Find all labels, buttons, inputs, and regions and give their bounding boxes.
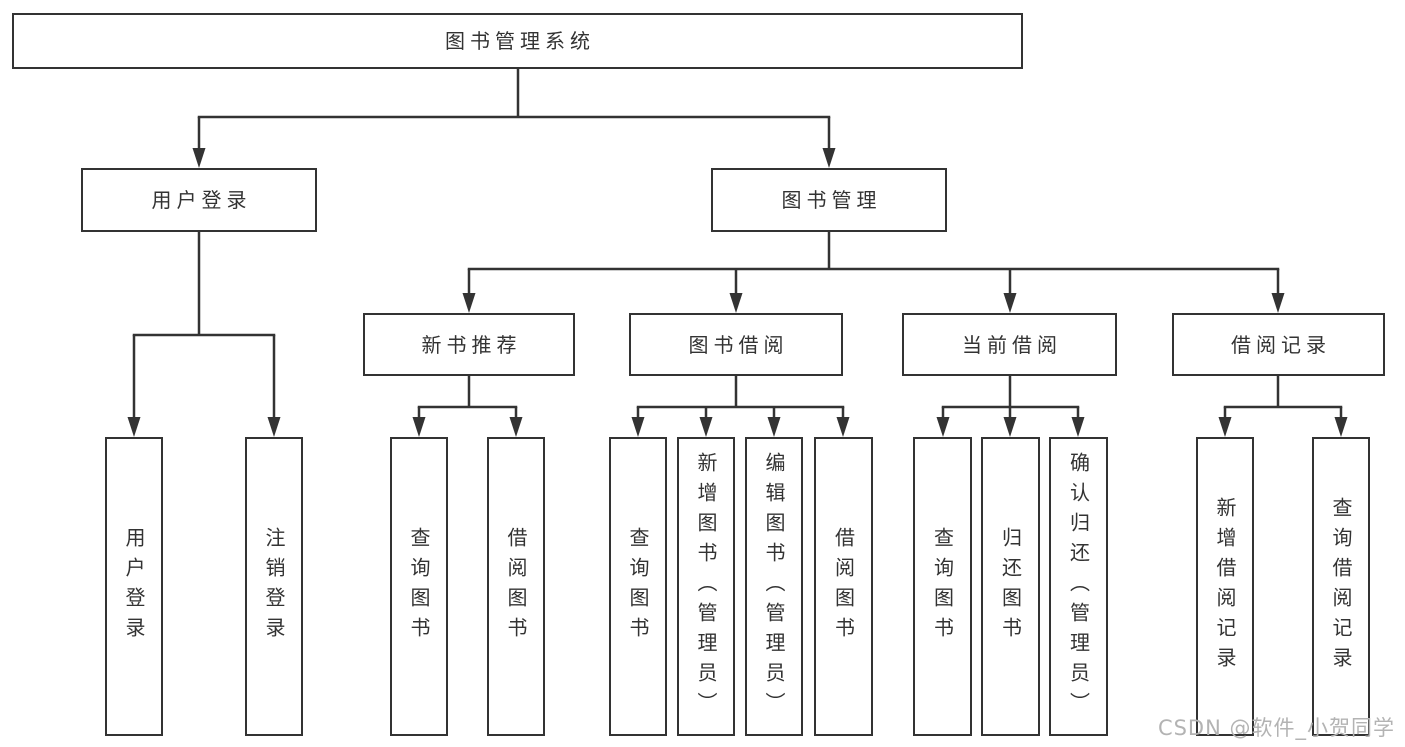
leaf-borrow-add-label: 新增图书（管理员）	[694, 451, 718, 722]
arrowhead-icon	[509, 417, 523, 437]
arrowhead-icon	[767, 417, 781, 437]
node-book-mgmt-label: 图书管理	[781, 188, 882, 212]
leaf-current-query-label: 查询图书	[930, 526, 955, 647]
node-current-borrow: 当前借阅	[902, 313, 1117, 376]
leaf-borrow-edit: 编辑图书（管理员）	[745, 437, 803, 736]
node-book-mgmt: 图书管理	[711, 168, 947, 232]
leaf-user-login-label: 用户登录	[122, 526, 146, 647]
node-user-login-label: 用户登录	[151, 188, 252, 212]
arrowhead-icon	[836, 417, 850, 437]
arrowhead-icon	[1271, 293, 1285, 313]
connector-borrow-records-to-leaves	[1218, 376, 1348, 437]
arrowhead-icon	[729, 293, 743, 313]
leaf-records-query-label: 查询借阅记录	[1329, 496, 1353, 677]
leaf-newbooks-query: 查询图书	[390, 437, 448, 736]
connector-book-mgmt-to-level3	[462, 232, 1285, 313]
arrowhead-icon	[1218, 417, 1232, 437]
arrowhead-icon	[699, 417, 713, 437]
arrowhead-icon	[1071, 417, 1085, 437]
leaf-user-login: 用户登录	[105, 437, 163, 736]
node-current-borrow-label: 当前借阅	[962, 332, 1062, 357]
leaf-newbooks-borrow-label: 借阅图书	[504, 526, 528, 647]
arrowhead-icon	[127, 417, 141, 437]
leaf-current-return: 归还图书	[981, 437, 1040, 736]
arrowhead-icon	[267, 417, 281, 437]
leaf-newbooks-borrow: 借阅图书	[487, 437, 545, 736]
node-user-login: 用户登录	[81, 168, 317, 232]
leaf-records-add: 新增借阅记录	[1196, 437, 1254, 736]
leaf-logout-label: 注销登录	[262, 526, 286, 647]
leaf-borrow-query-label: 查询图书	[626, 526, 650, 647]
arrowhead-icon	[192, 148, 206, 168]
leaf-borrow-add: 新增图书（管理员）	[677, 437, 735, 736]
connector-root-to-level2	[192, 68, 836, 168]
leaf-logout: 注销登录	[245, 437, 303, 736]
node-new-books: 新书推荐	[363, 313, 575, 376]
arrowhead-icon	[1334, 417, 1348, 437]
leaf-borrow-borrow: 借阅图书	[814, 437, 873, 736]
connector-new-books-to-leaves	[412, 376, 523, 437]
leaf-newbooks-query-label: 查询图书	[407, 526, 431, 647]
leaf-records-query: 查询借阅记录	[1312, 437, 1370, 736]
leaf-borrow-edit-label: 编辑图书（管理员）	[762, 451, 786, 722]
leaf-current-query: 查询图书	[913, 437, 972, 736]
node-new-books-label: 新书推荐	[421, 332, 522, 357]
node-borrow-records: 借阅记录	[1172, 313, 1385, 376]
leaf-current-confirm: 确认归还（管理员）	[1049, 437, 1108, 736]
arrowhead-icon	[462, 293, 476, 313]
leaf-current-return-label: 归还图书	[998, 526, 1023, 647]
leaf-records-add-label: 新增借阅记录	[1213, 496, 1237, 677]
leaf-borrow-borrow-label: 借阅图书	[831, 526, 856, 647]
node-book-borrow-label: 图书借阅	[688, 332, 789, 357]
node-root: 图书管理系统	[12, 13, 1023, 69]
arrowhead-icon	[631, 417, 645, 437]
arrowhead-icon	[936, 417, 950, 437]
arrowhead-icon	[822, 148, 836, 168]
connector-current-borrow-to-leaves	[936, 376, 1085, 437]
leaf-current-confirm-label: 确认归还（管理员）	[1066, 451, 1091, 722]
arrowhead-icon	[1003, 417, 1017, 437]
arrowhead-icon	[1003, 293, 1017, 313]
node-book-borrow: 图书借阅	[629, 313, 843, 376]
arrowhead-icon	[412, 417, 426, 437]
connector-book-borrow-to-leaves	[631, 376, 850, 437]
connector-user-login-to-leaves	[127, 232, 281, 437]
leaf-borrow-query: 查询图书	[609, 437, 667, 736]
node-root-label: 图书管理系统	[445, 29, 595, 53]
node-borrow-records-label: 借阅记录	[1231, 332, 1331, 357]
